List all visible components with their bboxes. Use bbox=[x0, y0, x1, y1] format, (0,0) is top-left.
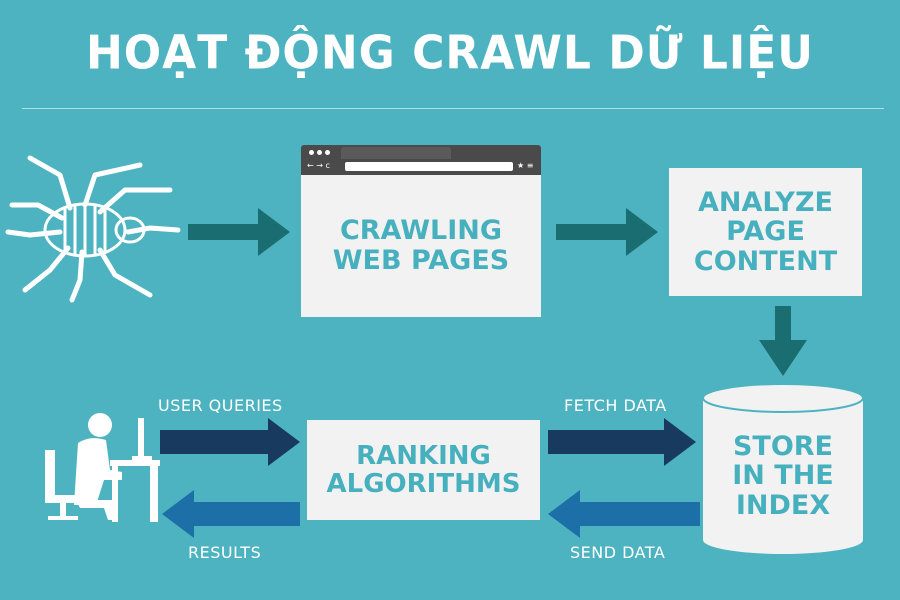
browser-url-bar bbox=[345, 162, 513, 171]
arrow-spider-to-crawling bbox=[188, 208, 290, 256]
window-dot-icon bbox=[309, 150, 314, 155]
crawling-label: CRAWLING WEB PAGES bbox=[301, 175, 541, 317]
browser-toolbar: ← → c ★ ≡ bbox=[301, 145, 541, 175]
arrow-analyze-to-store bbox=[759, 306, 807, 376]
send-data-label: SEND DATA bbox=[570, 543, 666, 562]
arrow-fetch-data bbox=[548, 418, 696, 466]
crawling-web-pages-node: ← → c ★ ≡ CRAWLING WEB PAGES bbox=[301, 145, 541, 317]
analyze-page-content-node: ANALYZE PAGE CONTENT bbox=[669, 168, 862, 296]
browser-toolbar-icons: ★ ≡ bbox=[517, 161, 534, 170]
ranking-algorithms-node: RANKING ALGORITHMS bbox=[307, 420, 540, 520]
arrow-user-queries bbox=[160, 418, 300, 466]
store-in-the-index-node: STORE IN THE INDEX bbox=[732, 431, 834, 521]
page-title: HOẠT ĐỘNG CRAWL DỮ LIỆU bbox=[85, 26, 815, 81]
fetch-data-label: FETCH DATA bbox=[564, 396, 667, 415]
window-dot-icon bbox=[325, 150, 330, 155]
user-queries-label: USER QUERIES bbox=[158, 396, 283, 415]
arrow-crawling-to-analyze bbox=[556, 208, 658, 256]
arrow-results bbox=[162, 490, 300, 538]
results-label: RESULTS bbox=[188, 543, 262, 562]
window-dot-icon bbox=[317, 150, 322, 155]
arrow-send-data bbox=[548, 490, 700, 538]
browser-tab bbox=[341, 147, 451, 159]
title-divider bbox=[22, 108, 884, 109]
browser-nav-icons: ← → c bbox=[307, 161, 330, 170]
